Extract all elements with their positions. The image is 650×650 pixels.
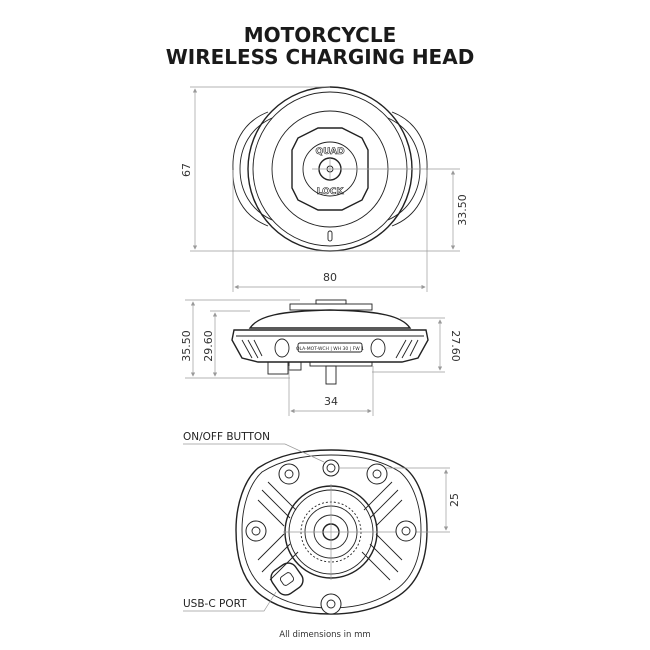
top-view: QUAD LOCK 67 33.50 80: [180, 86, 469, 292]
title-line-2: WIRELESS CHARGING HEAD: [166, 45, 475, 69]
units-note: All dimensions in mm: [279, 630, 370, 640]
usb-c-port-icon: [270, 562, 304, 596]
dim-25: 25: [448, 493, 461, 507]
dim-34: 34: [324, 395, 338, 408]
bottom-view: 25 ON/OFF BUTTON USB-C PORT: [183, 431, 461, 615]
on-off-button-label: ON/OFF BUTTON: [183, 431, 270, 443]
dim-80: 80: [323, 271, 337, 284]
side-view: QLA-MOT-WCH | WH 30 | FW 1 35.50 29.60 2…: [180, 299, 462, 416]
product-label-text: QLA-MOT-WCH | WH 30 | FW 1: [296, 346, 364, 352]
dim-67: 67: [180, 163, 193, 177]
logo-quad-text: QUAD: [315, 147, 344, 157]
dim-27-60: 27.60: [449, 330, 462, 362]
dim-29-60: 29.60: [202, 330, 215, 362]
dim-35-50: 35.50: [180, 330, 193, 362]
title-line-1: MOTORCYCLE: [244, 23, 396, 47]
screw-icons: [245, 463, 417, 615]
logo-lock-text: LOCK: [317, 187, 345, 197]
usb-c-port-label: USB-C PORT: [183, 598, 247, 610]
dim-33-50: 33.50: [456, 194, 469, 226]
